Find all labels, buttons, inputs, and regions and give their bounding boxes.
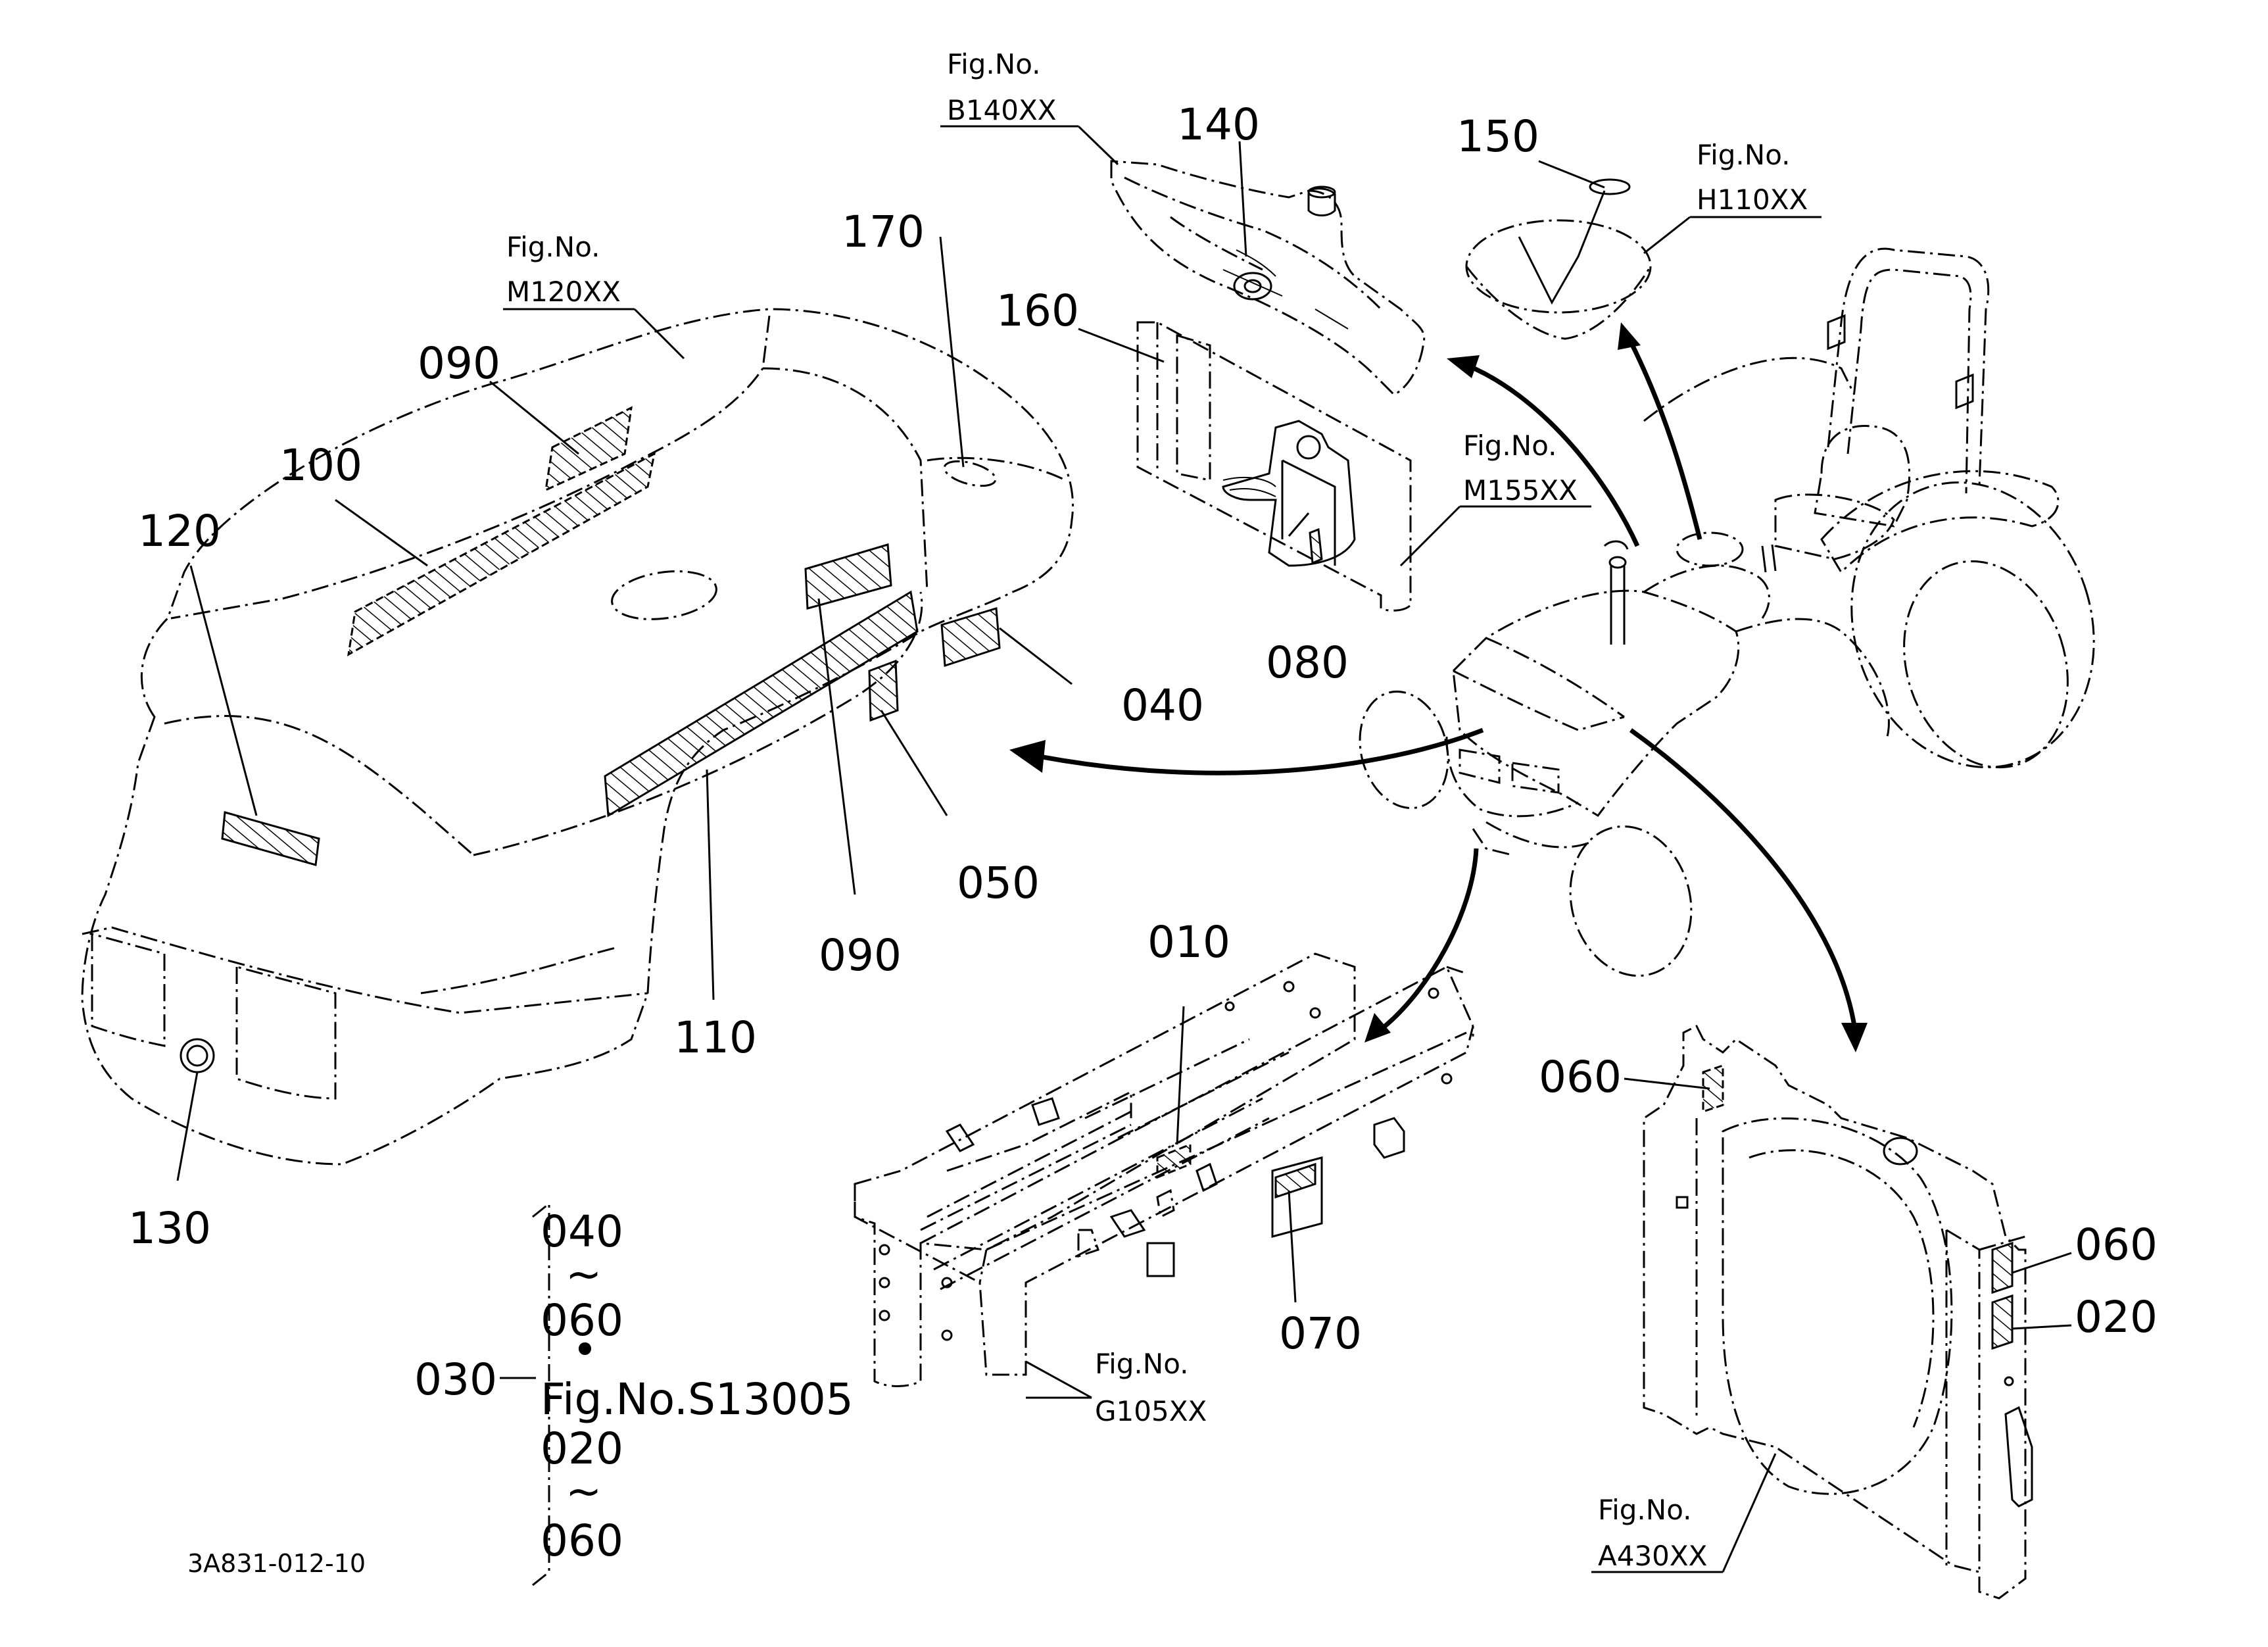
- fig-ref-g105xx-title: Fig.No.: [1095, 1348, 1189, 1380]
- fig-ref-b140xx-number: B140XX: [947, 94, 1057, 126]
- part-label-010: 010: [1147, 917, 1230, 968]
- bonnet-drawing: [81, 308, 1074, 1166]
- part-label-090-top: 090: [418, 338, 500, 389]
- fig-ref-g105xx-number: G105XX: [1095, 1395, 1207, 1427]
- radiator-shroud-drawing: [1643, 1024, 2033, 1600]
- part-label-090-bottom: 090: [819, 930, 902, 981]
- instrument-panel-drawing: [1110, 160, 1426, 396]
- bracket-line-8: 060: [541, 1515, 623, 1566]
- fig-ref-h110xx-title: Fig.No.: [1697, 139, 1791, 171]
- part-label-060-right: 060: [2075, 1219, 2158, 1270]
- bracket-line-1: 040: [541, 1206, 623, 1257]
- steering-wheel-drawing: [1465, 178, 1652, 340]
- fig-ref-h110xx-number: H110XX: [1697, 184, 1808, 216]
- part-label-050: 050: [957, 858, 1040, 908]
- bracket-line-4: •: [572, 1325, 598, 1375]
- drawing-code: 3A831-012-10: [187, 1549, 366, 1578]
- part-label-110: 110: [674, 1012, 757, 1063]
- part-label-170: 170: [842, 207, 925, 257]
- fig-ref-a430xx-number: A430XX: [1598, 1540, 1707, 1572]
- fig-ref-a430xx-title: Fig.No.: [1598, 1494, 1692, 1526]
- bracket-line-7: ~: [566, 1466, 602, 1517]
- fig-ref-b140xx-title: Fig.No.: [947, 48, 1041, 80]
- part-label-120: 120: [138, 506, 221, 556]
- bracket-line-2: ~: [566, 1249, 602, 1300]
- labels: Fig.No. B140XX Fig.No. H110XX Fig.No. M1…: [128, 48, 2158, 1578]
- fig-ref-m155xx-number: M155XX: [1463, 474, 1578, 506]
- part-label-100: 100: [279, 440, 362, 491]
- tractor-drawing: [1359, 247, 2095, 977]
- part-label-080: 080: [1266, 637, 1349, 688]
- part-label-160: 160: [996, 285, 1079, 336]
- bracket-line-3: 060: [541, 1295, 623, 1346]
- bracket-line-6: 020: [541, 1423, 623, 1474]
- bracket-label-030: 030: [414, 1354, 497, 1405]
- fig-ref-m120xx-number: M120XX: [506, 276, 621, 308]
- part-label-130: 130: [128, 1203, 211, 1254]
- fig-ref-m120xx-title: Fig.No.: [506, 231, 600, 263]
- part-label-040: 040: [1121, 680, 1204, 731]
- flow-arrows: [1009, 322, 1868, 1052]
- fig-ref-m155xx-title: Fig.No.: [1463, 430, 1557, 462]
- part-label-060-top: 060: [1539, 1052, 1622, 1102]
- frame-drawing: [854, 952, 1474, 1387]
- panel-bracket-drawing: [1136, 321, 1412, 612]
- part-label-020: 020: [2075, 1292, 2158, 1342]
- part-label-070: 070: [1279, 1308, 1362, 1359]
- leader-lines: [176, 125, 2072, 1586]
- part-label-150: 150: [1457, 111, 1539, 162]
- bracket-line-5: Fig.No.S13005: [541, 1374, 854, 1425]
- part-label-140: 140: [1177, 99, 1260, 150]
